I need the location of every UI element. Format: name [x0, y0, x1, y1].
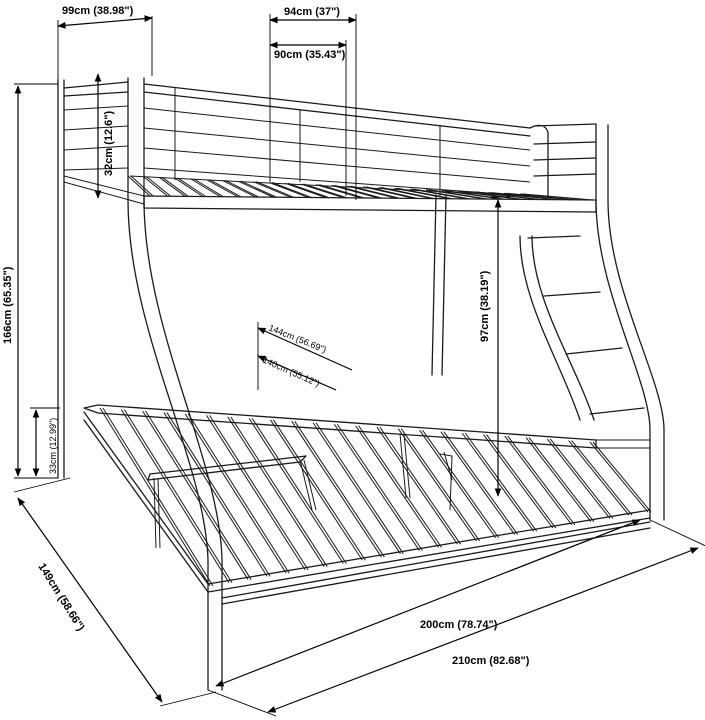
slat	[127, 175, 154, 197]
bottom-bunk-slats	[99, 407, 652, 587]
top-left-guard-rail	[63, 81, 129, 97]
dim-guard-height-label: 32cm (12.6")	[103, 111, 115, 176]
slat	[461, 432, 538, 532]
dim-overall-length-label: 210cm (82.68")	[452, 655, 530, 667]
slat	[253, 181, 294, 198]
slat	[143, 176, 171, 197]
slat	[355, 425, 442, 548]
slat	[268, 182, 312, 198]
dim-bottom-width-outer-label: 144cm (56.69")	[267, 323, 328, 355]
slat	[284, 182, 330, 199]
slat	[376, 426, 461, 545]
slat	[483, 434, 557, 529]
dim-bottom-width-inner-label: 140cm (55.12")	[261, 355, 321, 389]
slat	[316, 184, 365, 199]
slat	[504, 192, 576, 201]
dimension-labels: 99cm (38.98") 94cm (37") 90cm (35.43") 3…	[2, 5, 530, 667]
dim-top-length-outer-label: 94cm (37")	[284, 6, 340, 18]
slat	[519, 193, 594, 201]
dim-depth-label: 149cm (58.66")	[35, 561, 86, 633]
slat	[237, 180, 277, 198]
dimension-lines	[13, 14, 705, 717]
bottom-center-support	[147, 455, 307, 481]
center-leg	[439, 453, 453, 511]
bed-frame	[57, 77, 665, 691]
slat	[190, 178, 224, 198]
bottom-rear-rail	[83, 404, 597, 449]
slat	[270, 419, 366, 561]
ladder-rail	[519, 235, 595, 421]
slat	[184, 413, 290, 574]
slat	[546, 438, 614, 519]
front-right-post	[595, 124, 665, 521]
slat	[504, 435, 576, 526]
top-inner-rail	[129, 175, 527, 197]
top-rear-guard-rail	[143, 83, 531, 137]
dim-top-length-inner-label: 90cm (35.43")	[274, 49, 346, 61]
slat	[163, 412, 271, 577]
ladder-rungs	[527, 235, 645, 415]
slat	[568, 440, 633, 516]
top-guard-uprights	[174, 88, 441, 196]
slat	[300, 183, 347, 199]
dim-total-height-label: 166cm (65.35")	[2, 266, 14, 344]
slat	[159, 177, 189, 197]
dim-top-width-label: 99cm (38.98")	[62, 5, 134, 17]
rear-right-post	[431, 194, 447, 376]
slat	[227, 416, 328, 567]
top-end-guard	[529, 123, 597, 197]
slat	[419, 429, 500, 539]
bottom-side-rail	[221, 521, 651, 605]
slat	[397, 428, 481, 542]
top-end-rail	[63, 175, 145, 205]
top-left-guard-bars	[63, 105, 129, 171]
slat	[206, 179, 242, 198]
dim-mattress-length-label: 200cm (78.74")	[420, 619, 498, 631]
slat	[589, 441, 652, 513]
slat	[120, 409, 233, 584]
slat	[440, 431, 519, 535]
top-rear-guard-bars	[143, 107, 531, 197]
bottom-end-rail	[596, 439, 650, 449]
dim-floor-clearance-label: 33cm (12.99")	[48, 418, 58, 474]
slat	[248, 418, 347, 564]
slat	[291, 421, 385, 558]
dim-clearance-height-label: 97cm (38.19")	[479, 270, 491, 342]
slat	[221, 179, 259, 198]
slat	[525, 437, 595, 522]
slat	[457, 190, 523, 200]
slat	[174, 177, 207, 197]
slat	[331, 184, 382, 199]
rear-left-post	[57, 79, 65, 479]
bottom-front-rail	[83, 411, 651, 593]
top-bunk-slats	[127, 175, 594, 201]
